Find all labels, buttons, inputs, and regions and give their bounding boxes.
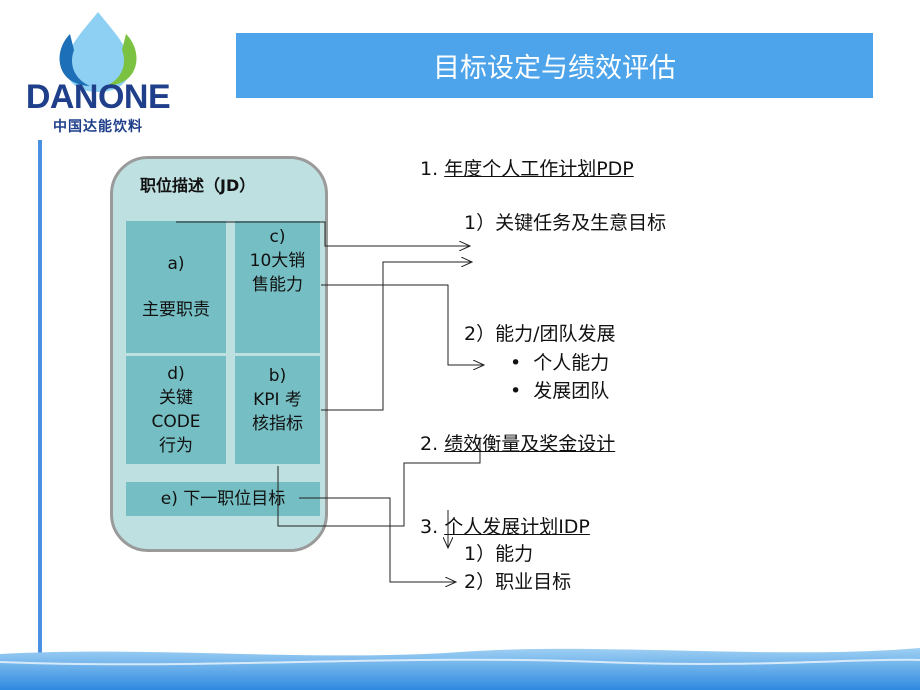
jd-cell-b: b) KPI 考 核指标 bbox=[235, 356, 320, 464]
jd-cell-d: d) 关键 CODE 行为 bbox=[126, 356, 226, 464]
jd-title: 职位描述（JD） bbox=[140, 176, 256, 195]
plan-item-3-1: 1）能力 bbox=[464, 543, 534, 565]
arrow-e-to-performance bbox=[299, 497, 456, 582]
cell-b-letter: b) bbox=[268, 366, 287, 386]
jd-cell-c: c) 10大销 售能力 bbox=[235, 221, 320, 353]
cell-d-line1: 关键 bbox=[159, 388, 193, 408]
bullet-dot: • bbox=[510, 380, 534, 402]
arrow-c-to-ability bbox=[321, 284, 484, 365]
bullet-text: 个人能力 bbox=[533, 352, 610, 374]
plan-item-1-num: 1. bbox=[420, 158, 439, 180]
plan-item-2: 2. 绩效衡量及奖金设计 bbox=[420, 432, 615, 456]
page-title: 目标设定与绩效评估 bbox=[433, 53, 676, 84]
cell-e-text: e) 下一职位目标 bbox=[160, 489, 286, 509]
bullet-dot: • bbox=[510, 352, 534, 374]
cell-c-line2: 售能力 bbox=[252, 275, 303, 295]
bullet-item: • 发展团队 bbox=[510, 379, 609, 403]
logo-wordmark: DANONE bbox=[25, 78, 171, 116]
cell-b-line2: 核指标 bbox=[252, 414, 303, 434]
jd-cell-a: a) 主要职责 bbox=[126, 221, 226, 353]
plan-item-2-num: 2. bbox=[420, 433, 439, 455]
plan-item-3-title: 个人发展计划IDP bbox=[444, 516, 590, 538]
plan-item-3-2: 2）职业目标 bbox=[464, 571, 572, 593]
left-divider bbox=[38, 140, 42, 660]
cell-a-letter: a) bbox=[167, 254, 185, 274]
bullet-text: 发展团队 bbox=[533, 380, 610, 402]
plan-item-1-title: 年度个人工作计划PDP bbox=[444, 158, 634, 180]
bullet-item: • 个人能力 bbox=[510, 351, 609, 375]
arrow-kpi-to-task bbox=[321, 262, 472, 411]
cell-c-letter: c) bbox=[269, 227, 286, 247]
plan-item-1-2: 2）能力/团队发展 bbox=[464, 323, 616, 345]
plan-item-1-1: 1）关键任务及生意目标 bbox=[464, 212, 667, 234]
danone-logo-drop-icon bbox=[59, 12, 137, 92]
cell-b-line1: KPI 考 bbox=[253, 390, 302, 410]
plan-item-3: 3. 个人发展计划IDP bbox=[420, 515, 590, 539]
arrow-b-to-idp bbox=[277, 438, 481, 527]
arrow-a-to-task bbox=[176, 221, 470, 246]
plan-item-3-num: 3. bbox=[420, 516, 439, 538]
cell-d-line2: CODE bbox=[151, 412, 201, 432]
jd-cell-e: e) 下一职位目标 bbox=[126, 482, 320, 516]
cell-c-line1: 10大销 bbox=[249, 251, 306, 271]
plan-item-2-title: 绩效衡量及奖金设计 bbox=[444, 433, 616, 455]
bottom-wave-decoration bbox=[0, 648, 920, 690]
cell-a-text: 主要职责 bbox=[142, 300, 210, 320]
plan-item-1: 1. 年度个人工作计划PDP bbox=[420, 157, 634, 181]
title-bar: 目标设定与绩效评估 bbox=[236, 33, 873, 98]
logo-subtitle: 中国达能饮料 bbox=[53, 119, 143, 135]
cell-d-letter: d) bbox=[167, 364, 185, 384]
cell-d-line3: 行为 bbox=[159, 436, 193, 456]
